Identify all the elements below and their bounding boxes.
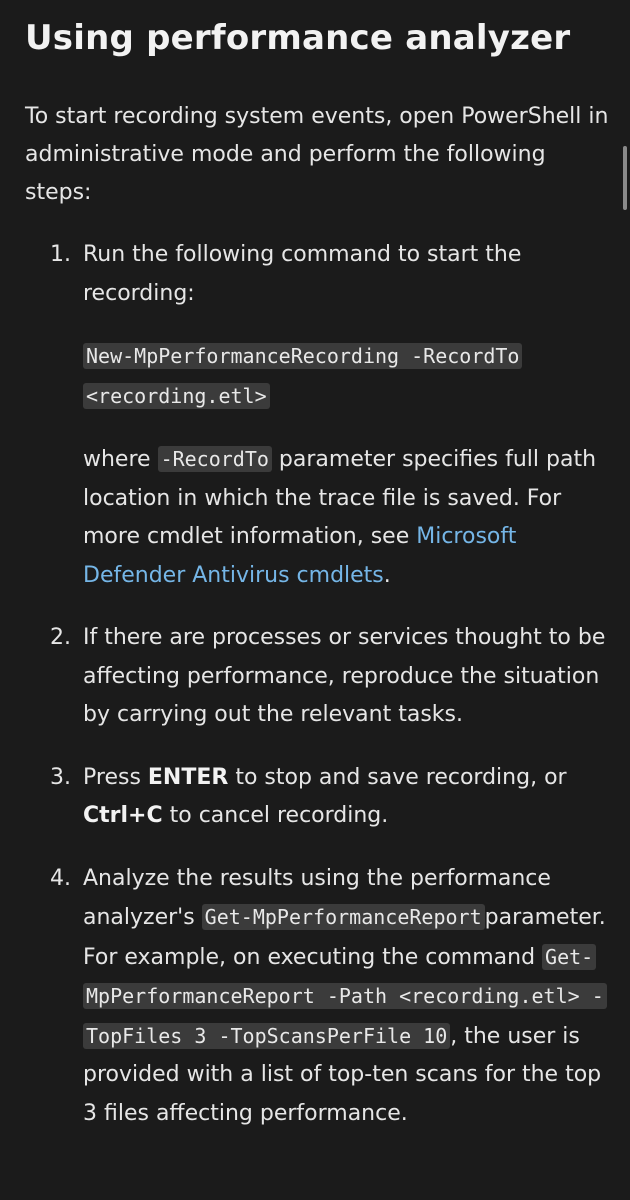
note-prefix: where [83,447,158,472]
intro-paragraph: To start recording system events, open P… [25,104,609,205]
step-number: 4. [50,865,71,891]
step-number: 3. [50,764,71,790]
step-3: 3. Press ENTER to stop and save recordin… [25,759,610,836]
article: Using performance analyzer To start reco… [25,0,610,1133]
step-4: 4. Analyze the results using the perform… [25,860,610,1134]
code-block: New-MpPerformanceRecording -RecordTo <re… [83,337,610,416]
step-text: Analyze the results using the performanc… [83,860,610,1134]
scrollbar-thumb[interactable] [623,146,627,210]
step-number: 2. [50,625,71,650]
text-prefix: Press [83,764,148,790]
note-text: parameter specifies full path location i… [83,447,597,549]
steps-list: 1. Run the following command to start th… [25,236,610,1133]
text-prefix: Analyze the results using the performanc… [83,865,551,931]
page-title: Using performance analyzer [25,18,571,58]
step-1: 1. Run the following command to start th… [25,236,610,595]
cmdlets-link[interactable]: Microsoft Defender Antivirus cmdlets [83,524,517,588]
note-suffix: . [383,562,391,588]
key-enter: ENTER [147,764,229,790]
text-middle: to stop and save recording, or [228,764,567,790]
inline-code: -RecordTo [157,446,272,472]
step-text: Run the following command to start the r… [83,242,522,306]
step-text: Press ENTER to stop and save recording, … [83,759,610,836]
step-2: 2. If there are processes or services th… [25,619,610,735]
key-ctrl-c: Ctrl+C [83,803,163,828]
text-middle: parameter. For example, on executing the… [83,905,606,970]
inline-code: Get-MpPerformanceReport [201,904,485,930]
text-suffix: to cancel recording. [162,803,389,828]
command-code: New-MpPerformanceRecording -RecordTo <re… [83,343,523,409]
step-note: where -RecordTo parameter specifies full… [83,440,610,595]
text-suffix: , the user is provided with a list of to… [83,1023,602,1126]
step-text: If there are processes or services thoug… [83,625,606,727]
step-number: 1. [50,242,71,267]
